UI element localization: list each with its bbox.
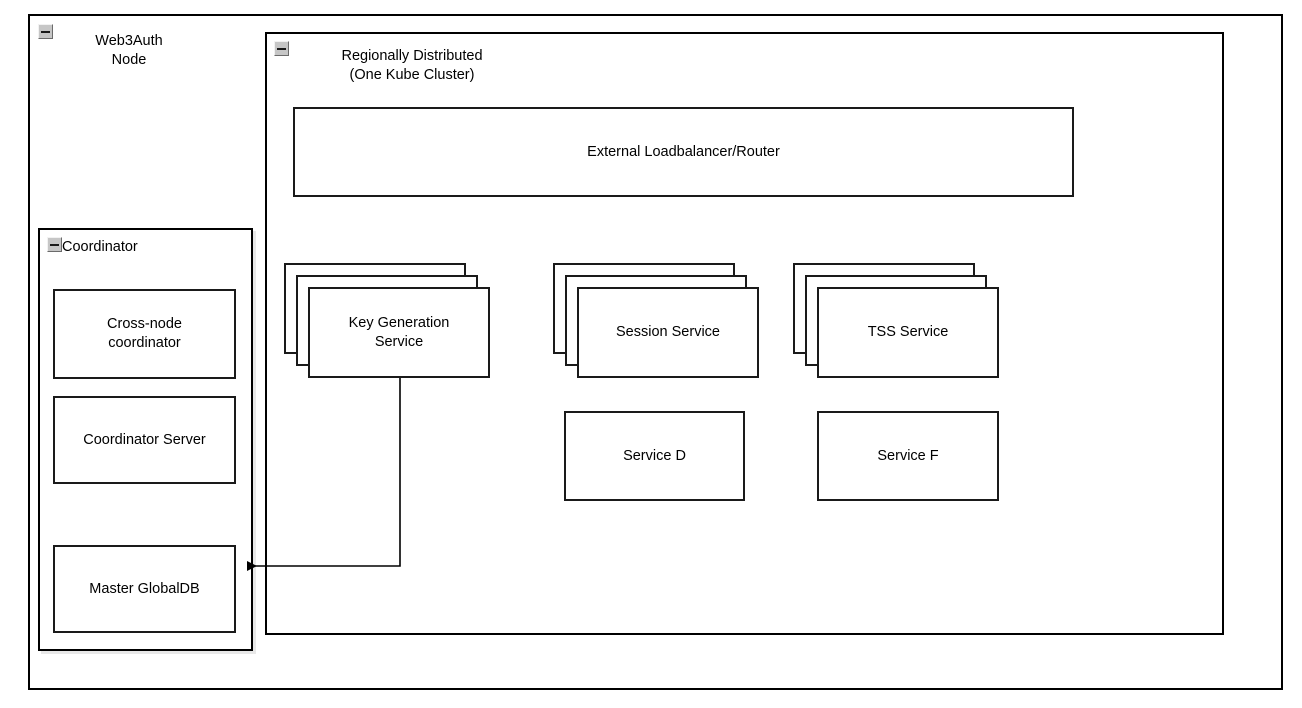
node-session-service[interactable]: Session Service	[577, 287, 759, 378]
collapse-minus-icon[interactable]	[47, 237, 62, 252]
node-key-generation-service[interactable]: Key Generation Service	[308, 287, 490, 378]
node-cross-node-coordinator[interactable]: Cross-node coordinator	[53, 289, 236, 379]
container-label-regionally-distributed: Regionally Distributed (One Kube Cluster…	[341, 48, 483, 83]
node-coordinator-server[interactable]: Coordinator Server	[53, 396, 236, 484]
collapse-minus-icon[interactable]	[38, 24, 53, 39]
node-service-d[interactable]: Service D	[564, 411, 745, 501]
container-label-coordinator: Coordinator	[62, 239, 138, 255]
node-tss-service[interactable]: TSS Service	[817, 287, 999, 378]
node-service-f[interactable]: Service F	[817, 411, 999, 501]
collapse-minus-icon[interactable]	[274, 41, 289, 56]
node-external-loadbalancer-router[interactable]: External Loadbalancer/Router	[293, 107, 1074, 197]
node-master-globaldb[interactable]: Master GlobalDB	[53, 545, 236, 633]
container-label-web3auth-node: Web3Auth Node	[95, 33, 163, 68]
